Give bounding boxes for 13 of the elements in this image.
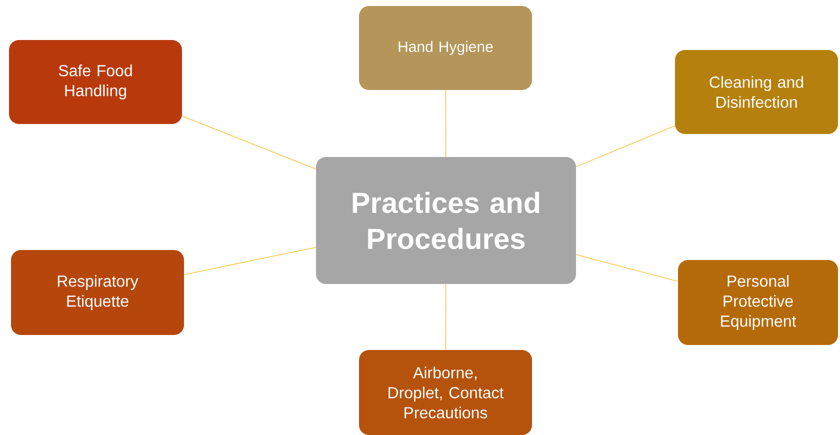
topic-box: Cleaning and Disinfection (675, 50, 838, 134)
center-topic-box: Practices and Procedures (316, 157, 576, 284)
connector-line (445, 90, 446, 158)
topic-box: Respiratory Etiquette (11, 250, 184, 335)
topic-box: Personal Protective Equipment (678, 260, 838, 345)
connector-line (184, 246, 316, 275)
connector-line (182, 116, 316, 170)
topic-box: Airborne, Droplet, Contact Precautions (359, 350, 532, 435)
topic-box: Hand Hygiene (359, 6, 532, 90)
connector-line (445, 284, 446, 350)
connector-line (576, 125, 676, 168)
topic-box: Safe Food Handling (9, 40, 182, 124)
connector-line (576, 254, 678, 282)
